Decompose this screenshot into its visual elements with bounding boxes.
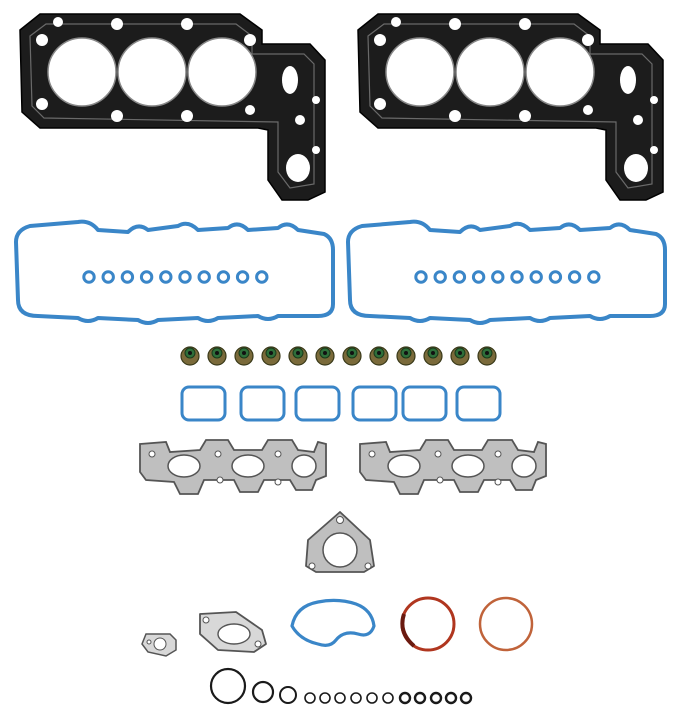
egr-flange-gasket [305,511,375,573]
o-ring [304,692,316,704]
water-pump-gasket [290,598,376,647]
spark-plug-seal [235,270,250,284]
o-ring [319,692,331,704]
o-rings [209,667,473,705]
o-ring [429,691,443,705]
o-ring [350,692,362,704]
valve-stem-seal [288,346,308,366]
o-ring [279,686,297,704]
valve-stem-seal [450,346,470,366]
intake-port-gasket [351,385,398,422]
intake-port-gasket [401,385,448,422]
head-gasket-left [19,13,326,201]
spark-plug-seal [197,270,211,284]
o-ring [334,692,346,704]
spark-plug-seal [452,270,467,284]
spark-plug-seal [529,270,543,284]
spark-plug-seals-left [82,270,269,284]
valve-stem-seal [396,346,416,366]
intake-port-gaskets [180,385,502,422]
valve-stem-seal [180,346,200,366]
spark-plug-seal [471,270,486,284]
valve-cover-gasket-right [346,219,667,325]
o-ring [413,691,427,705]
red-seal-ring [400,596,456,652]
o-ring [444,691,458,705]
spark-plug-seal [433,270,447,284]
head-gasket-right [357,13,664,201]
spark-plug-seal [216,270,231,284]
exhaust-manifold-gasket-right [359,439,547,495]
spark-plug-seal [587,270,601,284]
outlet-flange-gasket [199,611,267,653]
valve-stem-seal [261,346,281,366]
spark-plug-seals-right [414,270,601,284]
o-ring [459,691,473,705]
spark-plug-seal [139,270,154,284]
valve-stem-seal [477,346,497,366]
valve-stem-seals [180,346,497,366]
o-ring [398,691,412,705]
o-ring [382,692,394,704]
spark-plug-seal [101,270,115,284]
valve-stem-seal [234,346,254,366]
spark-plug-seal [510,270,524,284]
spark-plug-seal [159,270,173,284]
valve-stem-seal [423,346,443,366]
valve-stem-seal [207,346,227,366]
o-ring [366,692,378,704]
valve-stem-seal [369,346,389,366]
copper-seal-ring [478,596,534,652]
exhaust-manifold-gasket-left [139,439,327,495]
valve-cover-gasket-left [14,219,335,325]
spark-plug-seal [567,270,582,284]
spark-plug-seal [120,270,135,284]
spark-plug-seal [548,270,563,284]
o-ring [251,680,275,704]
intake-port-gasket [239,385,286,422]
spark-plug-seal [255,270,269,284]
spark-plug-seal [82,270,96,284]
valve-stem-seal [315,346,335,366]
intake-port-gasket [294,385,341,422]
o-ring [209,667,247,705]
valve-stem-seal [342,346,362,366]
spark-plug-seal [178,270,192,284]
intake-port-gasket [455,385,502,422]
spark-plug-seal [414,270,428,284]
intake-port-gasket [180,385,227,422]
small-flange-gasket [141,633,177,657]
spark-plug-seal [491,270,505,284]
